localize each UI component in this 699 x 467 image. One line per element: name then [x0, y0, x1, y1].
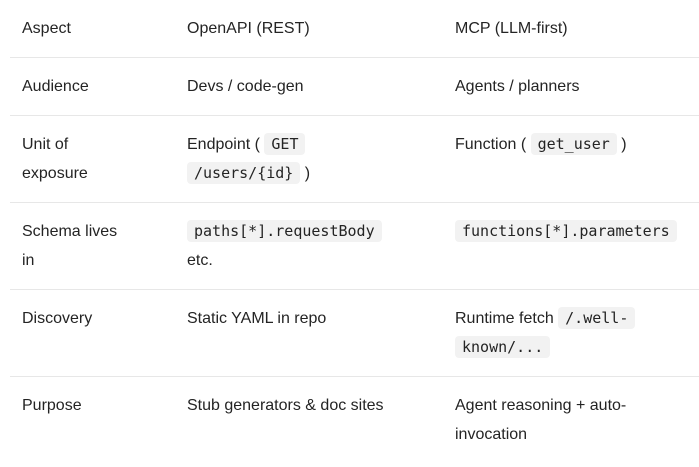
openapi-cell: Devs / code-gen — [187, 72, 455, 101]
cell-text: Agents / planners — [455, 78, 580, 95]
column-header-mcp: MCP (LLM-first) — [455, 20, 568, 37]
inline-code: paths[*].requestBody — [187, 220, 382, 242]
openapi-cell: Static YAML in repo — [187, 304, 455, 362]
aspect-cell: Schema lives in — [22, 223, 118, 269]
aspect-cell: Discovery — [22, 310, 93, 327]
cell-text: Agent reasoning + auto-invocation — [455, 397, 627, 443]
cell-text: ) — [300, 165, 311, 182]
table-row: Unit of exposure Endpoint ( GET /users/{… — [10, 116, 699, 203]
mcp-cell: functions[*].parameters — [455, 217, 699, 275]
aspect-cell: Unit of exposure — [22, 136, 88, 182]
cell-text: Stub generators & doc sites — [187, 397, 384, 414]
cell-text: ) — [616, 136, 627, 153]
comparison-table: Aspect OpenAPI (REST) MCP (LLM-first) Au… — [10, 0, 699, 463]
inline-code: functions[*].parameters — [455, 220, 677, 242]
openapi-cell: paths[*].requestBody etc. — [187, 217, 455, 275]
cell-text: Runtime fetch — [455, 310, 559, 327]
mcp-cell: Agents / planners — [455, 72, 699, 101]
column-header-openapi: OpenAPI (REST) — [187, 20, 310, 37]
table-row: Purpose Stub generators & doc sites Agen… — [10, 377, 699, 463]
column-header-aspect: Aspect — [22, 20, 71, 37]
table-row: Audience Devs / code-gen Agents / planne… — [10, 58, 699, 116]
cell-text: etc. — [187, 252, 213, 269]
mcp-cell: Function ( get_user ) — [455, 130, 699, 188]
aspect-cell: Purpose — [22, 397, 82, 414]
inline-code: get_user — [530, 133, 617, 155]
cell-text: Function ( — [455, 136, 531, 153]
table-row: Schema lives in paths[*].requestBody etc… — [10, 203, 699, 290]
table-header-row: Aspect OpenAPI (REST) MCP (LLM-first) — [10, 0, 699, 58]
cell-text: Devs / code-gen — [187, 78, 304, 95]
mcp-cell: Agent reasoning + auto-invocation — [455, 391, 699, 449]
table-row: Discovery Static YAML in repo Runtime fe… — [10, 290, 699, 377]
cell-text: Static YAML in repo — [187, 310, 327, 327]
cell-text: Endpoint ( — [187, 136, 265, 153]
table-body: Audience Devs / code-gen Agents / planne… — [10, 58, 699, 463]
openapi-cell: Endpoint ( GET /users/{id} ) — [187, 130, 455, 188]
aspect-cell: Audience — [22, 78, 89, 95]
openapi-cell: Stub generators & doc sites — [187, 391, 455, 449]
mcp-cell: Runtime fetch /.well-known/... — [455, 304, 699, 362]
